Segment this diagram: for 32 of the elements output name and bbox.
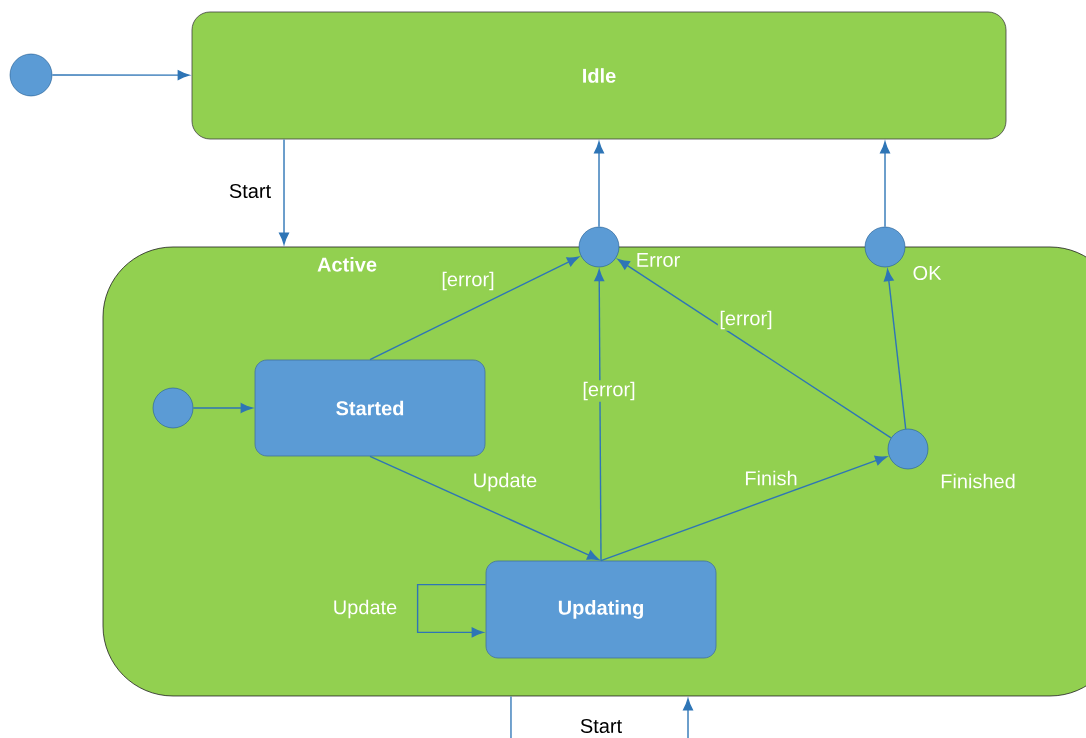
edge-label: Update (334, 599, 397, 619)
edge-label: Start (580, 718, 622, 734)
state-circle (864, 226, 906, 268)
state-circle (152, 387, 194, 429)
state-label: OK (913, 265, 942, 281)
arrow (617, 258, 892, 439)
edge-label: [error] (442, 271, 494, 291)
arrow (683, 698, 693, 738)
state-label: Error (637, 253, 680, 267)
arrow (594, 269, 605, 562)
edge-label: [error] (720, 310, 772, 330)
arrow (883, 269, 907, 430)
state-box: Updating (485, 560, 717, 659)
arrow (880, 141, 890, 228)
edge-label: Start (229, 183, 271, 199)
edge-label: Finish (746, 470, 797, 486)
arrow (51, 70, 190, 81)
state-box: Idle (191, 11, 1007, 140)
arrow (369, 256, 579, 361)
state-circle (9, 53, 53, 97)
arrow (600, 455, 888, 562)
state-box: Started (254, 359, 486, 457)
edge-label: Update (474, 472, 537, 492)
arrow (594, 141, 604, 228)
arrow (416, 583, 487, 638)
arrow (192, 403, 253, 413)
edge-label: [error] (583, 381, 635, 401)
state-circle (578, 226, 620, 268)
arrow (279, 138, 289, 245)
state-circle (887, 428, 929, 470)
arrow (369, 455, 600, 561)
state-label: Finished (941, 473, 1015, 489)
